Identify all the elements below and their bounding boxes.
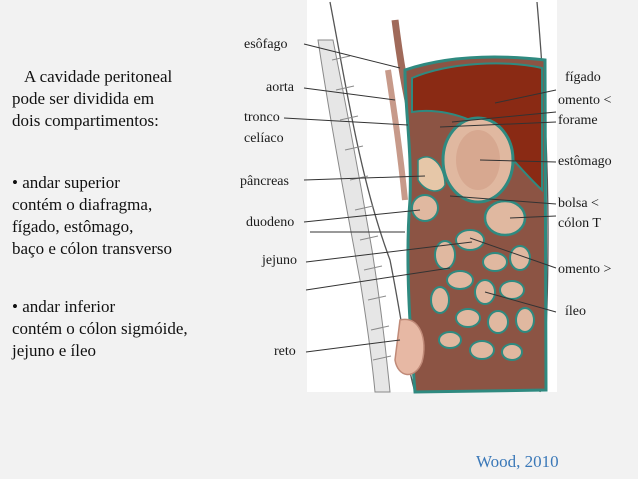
superior-paragraph: • andar superior contém o diafragma, fíg… (12, 172, 242, 260)
superior-line-2: contém o diafragma, (12, 195, 153, 214)
label-omento-menor: omento < (558, 93, 612, 108)
label-duodeno: duodeno (246, 215, 295, 230)
label-tronco: tronco (244, 110, 280, 125)
label-omento-maior: omento > (558, 262, 612, 277)
label-reto: reto (274, 344, 296, 359)
inferior-line-2: contém o cólon sigmóide, (12, 319, 188, 338)
superior-line-1: • andar superior (12, 173, 120, 192)
label-colon-t: cólon T (558, 216, 601, 231)
label-figado: fígado (565, 70, 601, 85)
label-pancreas: pâncreas (240, 174, 289, 189)
transverse-colon (483, 199, 527, 237)
intro-line-1: A cavidade peritoneal (24, 67, 173, 86)
liver (411, 62, 543, 193)
superior-line-3: fígado, estômago, (12, 217, 134, 236)
inferior-line-3: jejuno e íleo (12, 341, 97, 360)
label-bolsa: bolsa < (558, 196, 599, 211)
duodenum (411, 194, 439, 222)
intro-line-3: dois compartimentos: (12, 111, 159, 130)
citation: Wood, 2010 (476, 452, 559, 471)
label-esofago: esôfago (244, 37, 288, 52)
inferior-paragraph: • andar inferior contém o cólon sigmóide… (12, 296, 242, 362)
label-jejuno: jejuno (262, 253, 297, 268)
stomach-inner (456, 130, 500, 190)
leader-lines (283, 43, 557, 353)
intro-paragraph: A cavidade peritoneal pode ser dividida … (12, 66, 242, 132)
label-forame: forame (558, 113, 598, 128)
spine (317, 39, 392, 393)
superior-line-4: baço e cólon transverso (12, 239, 173, 258)
rectum (394, 318, 425, 376)
label-aorta: aorta (266, 80, 294, 95)
label-estomago: estômago (558, 154, 612, 169)
label-celiaco: celíaco (244, 131, 284, 146)
intro-line-2: pode ser dividida em (12, 89, 155, 108)
pancreas (417, 156, 446, 192)
label-ileo: íleo (565, 304, 586, 319)
inferior-line-1: • andar inferior (12, 297, 116, 316)
intestinal-loops (430, 229, 535, 361)
aorta-tube (385, 69, 408, 201)
